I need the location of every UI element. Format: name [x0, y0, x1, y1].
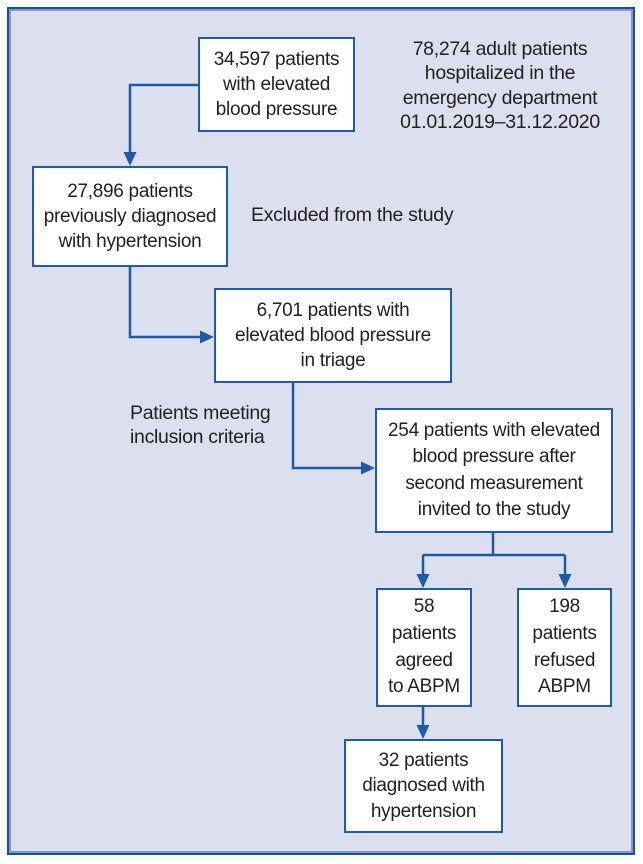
box-text: 58 patients agreed to ABPM	[388, 595, 460, 698]
note-population: 78,274 adult patients hospitalized in th…	[400, 38, 600, 134]
box-text: 254 patients with elevated blood pressur…	[388, 420, 600, 520]
box-text: 198 patients refused ABPM	[532, 595, 597, 698]
box-agreed-abpm: 58 patients agreed to ABPM	[376, 588, 472, 707]
box-elevated-bp-triage: 6,701 patients with elevated blood press…	[214, 288, 452, 383]
box-diagnosed-hypertension: 32 patients diagnosed with hypertension	[344, 739, 503, 833]
box-text: 34,597 patients with elevated blood pres…	[213, 48, 340, 121]
box-second-measurement-invited: 254 patients with elevated blood pressur…	[375, 408, 613, 533]
box-text: 27,896 patients previously diagnosed wit…	[43, 180, 217, 253]
box-previously-diagnosed: 27,896 patients previously diagnosed wit…	[32, 166, 228, 267]
label-excluded-from-study: Excluded from the study	[251, 204, 454, 226]
label-inclusion-criteria: Patients meeting inclusion criteria	[130, 402, 271, 449]
box-refused-abpm: 198 patients refused ABPM	[517, 588, 612, 707]
box-text: 32 patients diagnosed with hypertension	[362, 750, 485, 822]
box-elevated-bp: 34,597 patients with elevated blood pres…	[198, 37, 355, 132]
box-text: 6,701 patients with elevated blood press…	[235, 299, 431, 372]
